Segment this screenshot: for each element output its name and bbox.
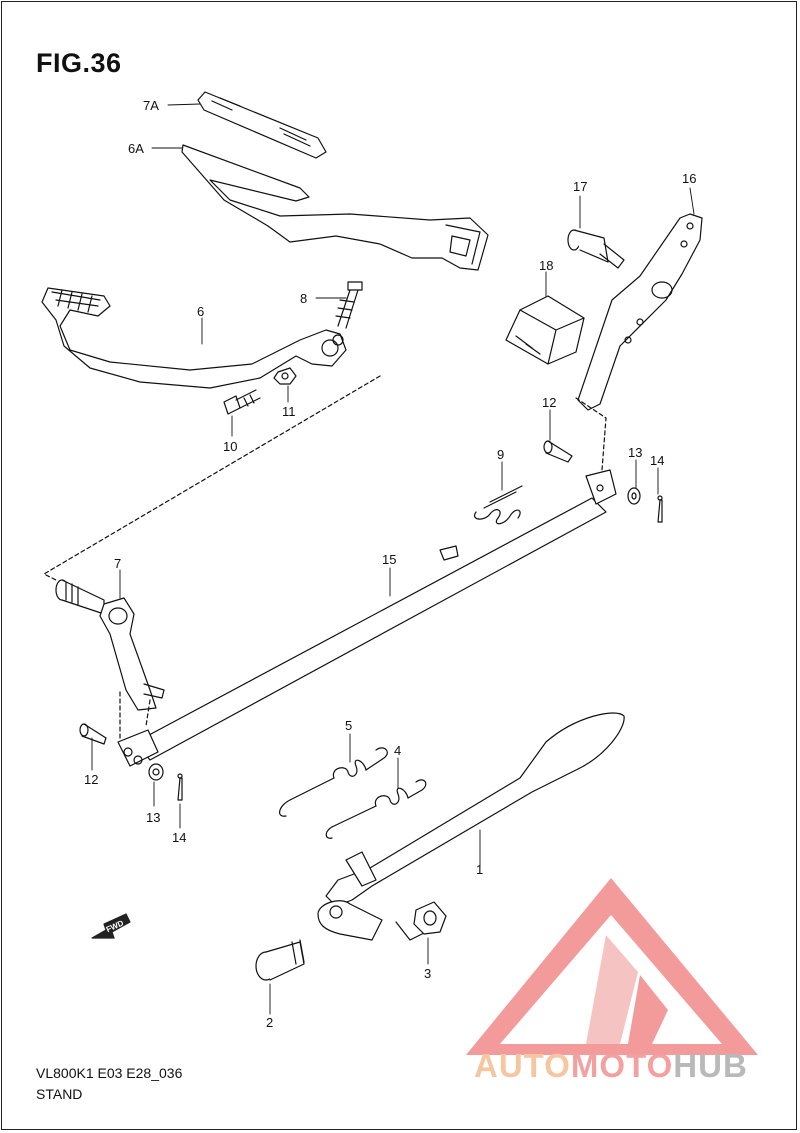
watermark-part-1: AUTO <box>474 1047 571 1084</box>
callout-3: 3 <box>424 966 431 981</box>
watermark-part-2: MOTO <box>570 1047 674 1084</box>
part-14-cotter-pin-upper <box>657 495 663 523</box>
callout-17: 17 <box>573 179 587 194</box>
part-5-spring <box>279 747 388 817</box>
part-7-shaft-arm <box>55 579 165 741</box>
part-1-side-stand <box>317 712 625 941</box>
part-10-bolt <box>223 389 261 415</box>
callout-4: 4 <box>394 743 401 758</box>
part-13-washer-lower <box>148 763 164 781</box>
fwd-arrow-icon <box>91 913 131 939</box>
callout-7: 7 <box>114 556 121 571</box>
part-12-pin-lower <box>79 723 107 745</box>
part-7a-pedal-rubber <box>197 91 327 159</box>
callout-15: 15 <box>382 552 396 567</box>
callout-16: 16 <box>682 171 696 186</box>
callout-6: 6 <box>197 304 204 319</box>
part-9-spring <box>474 485 523 525</box>
callout-14-lower: 14 <box>172 830 186 845</box>
leader-lines <box>91 103 695 1015</box>
part-12-pin-upper <box>543 440 573 463</box>
section-name: STAND <box>36 1086 83 1102</box>
fwd-label: FWD <box>105 918 126 934</box>
part-4-spring <box>325 779 427 839</box>
part-16-bracket <box>575 213 703 471</box>
callout-2: 2 <box>266 1015 273 1030</box>
callout-10: 10 <box>223 439 237 454</box>
callout-18: 18 <box>539 258 553 273</box>
callout-13-upper: 13 <box>628 445 642 460</box>
part-2-bolt <box>255 939 305 981</box>
part-6a-brake-pedal <box>181 144 489 271</box>
watermark-part-3: HUB <box>673 1047 748 1084</box>
callout-8: 8 <box>300 291 307 306</box>
part-14-cotter-pin-lower <box>177 773 183 801</box>
callout-7a: 7A <box>143 98 159 113</box>
callout-9: 9 <box>497 447 504 462</box>
watermark-logo-shape <box>466 878 758 1055</box>
figure-title: FIG.36 <box>36 48 122 78</box>
part-18-damper <box>505 295 585 365</box>
callout-1: 1 <box>476 862 483 877</box>
callout-14-upper: 14 <box>650 453 664 468</box>
part-17-pivot-bolt <box>567 229 625 269</box>
part-6-brake-pedal <box>41 287 347 389</box>
assembly-line-a <box>43 375 381 581</box>
callout-12-upper: 12 <box>542 395 556 410</box>
callout-13-lower: 13 <box>146 810 160 825</box>
callout-12-lower: 12 <box>84 772 98 787</box>
part-15-rod <box>117 469 617 767</box>
part-13-washer-upper <box>627 487 641 505</box>
part-3-nut <box>413 901 447 935</box>
part-8-bolt <box>335 281 363 329</box>
callout-6a: 6A <box>128 141 144 156</box>
callout-11: 11 <box>282 404 296 419</box>
model-code: VL800K1 E03 E28_036 <box>36 1065 183 1081</box>
callout-5: 5 <box>345 718 352 733</box>
watermark-text: AUTOMOTOHUB <box>474 1047 748 1085</box>
part-11-nut <box>273 367 297 385</box>
